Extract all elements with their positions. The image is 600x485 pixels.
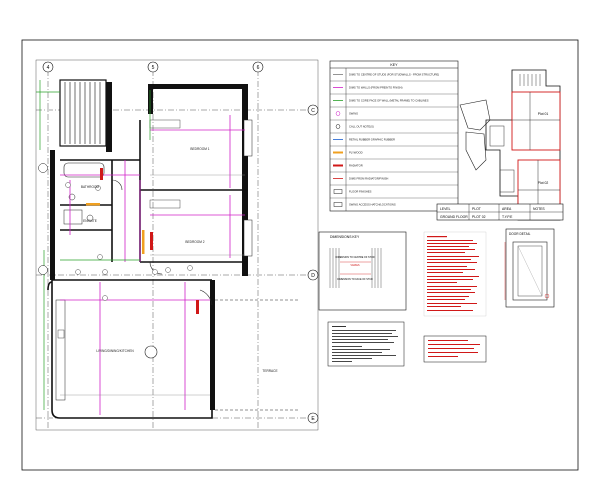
dimensions-key-line2: DIMENSION TO FACE OF STUD	[337, 278, 373, 281]
legend-row: PLYWOOD	[330, 145, 458, 155]
legend-label: RADIATOR	[349, 164, 363, 168]
grid-bubble-col-5: 5	[147, 61, 159, 73]
legend-row: SWING	[330, 106, 458, 116]
table-cell-area: T.Y.P.E	[502, 215, 513, 219]
grid-bubble-row-e: E	[307, 412, 319, 424]
grid-label-col-5: 5	[152, 65, 155, 71]
legend-row: RADIATOR	[330, 158, 458, 168]
table-header-area: AREA	[502, 207, 512, 211]
finish-tag-icon	[333, 189, 343, 194]
grid-bubble-col-4: 4	[42, 61, 54, 73]
dimensions-key-title: DIMENSIONS KEY	[330, 235, 360, 239]
door-detail: DOOR DETAIL	[504, 228, 555, 308]
table-header-plot: PLOT	[472, 207, 481, 211]
legend-label: CALL OUT NOTE(S)	[349, 125, 374, 129]
legend-label: SWING	[349, 112, 358, 116]
room-label-bedroom-1: BEDROOM 1	[190, 147, 209, 151]
legend-row: SWING ACCESS HATCH/LOCATIONS	[330, 197, 458, 207]
grid-bubble-col-6: 6	[252, 61, 264, 73]
callout-icon	[335, 124, 341, 129]
legend-row: CALL OUT NOTE(S)	[330, 119, 458, 129]
plan-viewport-frame	[35, 59, 319, 431]
dimension-lines-magenta	[60, 115, 245, 415]
legend-label: SWING ACCESS HATCH/LOCATIONS	[349, 203, 396, 207]
legend-row: DIMS TO CENTRE OF STUDS (FOR STUDWALLS -…	[333, 73, 439, 77]
room-label-bathroom: BATHROOM	[81, 185, 100, 189]
legend-label: DIMS TO CENTRE OF STUDS (FOR STUDWALLS -…	[349, 73, 439, 77]
legend-label: PLYWOOD	[349, 151, 363, 155]
grid-label-row-e: E	[311, 416, 315, 422]
grid-bubble-row-c: C	[307, 104, 319, 116]
keyplan-label-plot-02: Plot 02	[538, 181, 549, 185]
legend-label: DIMS TO CORE FACE OF WALL (METAL FRAME) …	[349, 99, 429, 103]
grid-label-col-4: 4	[47, 65, 50, 71]
dimension-lines-green	[36, 80, 151, 410]
legend-row: DIMS TO CORE FACE OF WALL (METAL FRAME) …	[330, 93, 458, 103]
grid-label-row-d: D	[311, 273, 315, 279]
grid-label-row-c: C	[311, 108, 315, 114]
radiator-bar-icon	[333, 164, 343, 167]
table-header-level: LEVEL	[440, 207, 451, 211]
room-label-bedroom-2: BEDROOM 2	[185, 240, 204, 244]
legend-row: DIMS FROM RADIATOR/FINISH	[330, 171, 458, 181]
table-cell-plot: PLOT 02	[472, 215, 486, 219]
notes-block	[327, 321, 405, 367]
dimension-lines-gray	[60, 174, 245, 396]
grid-label-col-6: 6	[257, 65, 260, 71]
red-notes-block	[423, 335, 487, 363]
room-label-terrace: TERRACE	[262, 369, 277, 373]
radiator-marks	[100, 168, 199, 314]
key-plan: Plot 01 Plot 02	[459, 69, 561, 221]
legend-row: DIMS TO WALLS (FROM PREINTO FINISH)	[330, 80, 458, 90]
legend-row: FLOOR FINISHES	[330, 184, 458, 194]
legend-row: RETAIL RUBBER GRAPHIC RUBBER	[330, 132, 458, 142]
legend-label: RETAIL RUBBER GRAPHIC RUBBER	[349, 138, 395, 142]
legend-key: KEY DIMS TO CENTRE OF STUDS (FOR STUDWAL…	[329, 60, 459, 212]
plywood-marks	[86, 203, 145, 254]
door-detail-title: DOOR DETAIL	[509, 232, 531, 236]
title-table: LEVEL PLOT AREA NOTES GROUND FLOOR PLOT …	[436, 203, 564, 221]
notes-column	[423, 231, 487, 317]
keyplan-label-plot-01: Plot 01	[538, 112, 549, 116]
outer-border	[21, 39, 579, 471]
grid-bubble-row-d: D	[307, 269, 319, 281]
dimensions-key-tag: VARIES	[350, 263, 360, 267]
room-label-living: LIVING/DINING/KITCHEN	[96, 349, 134, 353]
dimensions-key-line1: DIMENSION TO CENTRE OF STUD	[335, 256, 374, 259]
table-cell-level: GROUND FLOOR	[440, 215, 468, 219]
hatch-box-icon	[333, 202, 343, 207]
swing-symbol-icon	[335, 111, 341, 116]
legend-label: DIMS TO WALLS (FROM PREINTO FINISH)	[349, 86, 403, 90]
callout-markers	[38, 163, 193, 359]
plan-walls	[47, 79, 300, 419]
legend-label: DIMS FROM RADIATOR/FINISH	[349, 177, 388, 181]
room-label-ensuite: ENSUITE	[83, 219, 97, 223]
plywood-bar-icon	[333, 151, 343, 154]
table-header-notes: NOTES	[533, 207, 545, 211]
legend-title: KEY	[390, 63, 398, 67]
legend-label: FLOOR FINISHES	[349, 190, 372, 194]
dimensions-key: DIMENSIONS KEY DIMENSION TO CENTRE OF ST…	[318, 231, 407, 311]
